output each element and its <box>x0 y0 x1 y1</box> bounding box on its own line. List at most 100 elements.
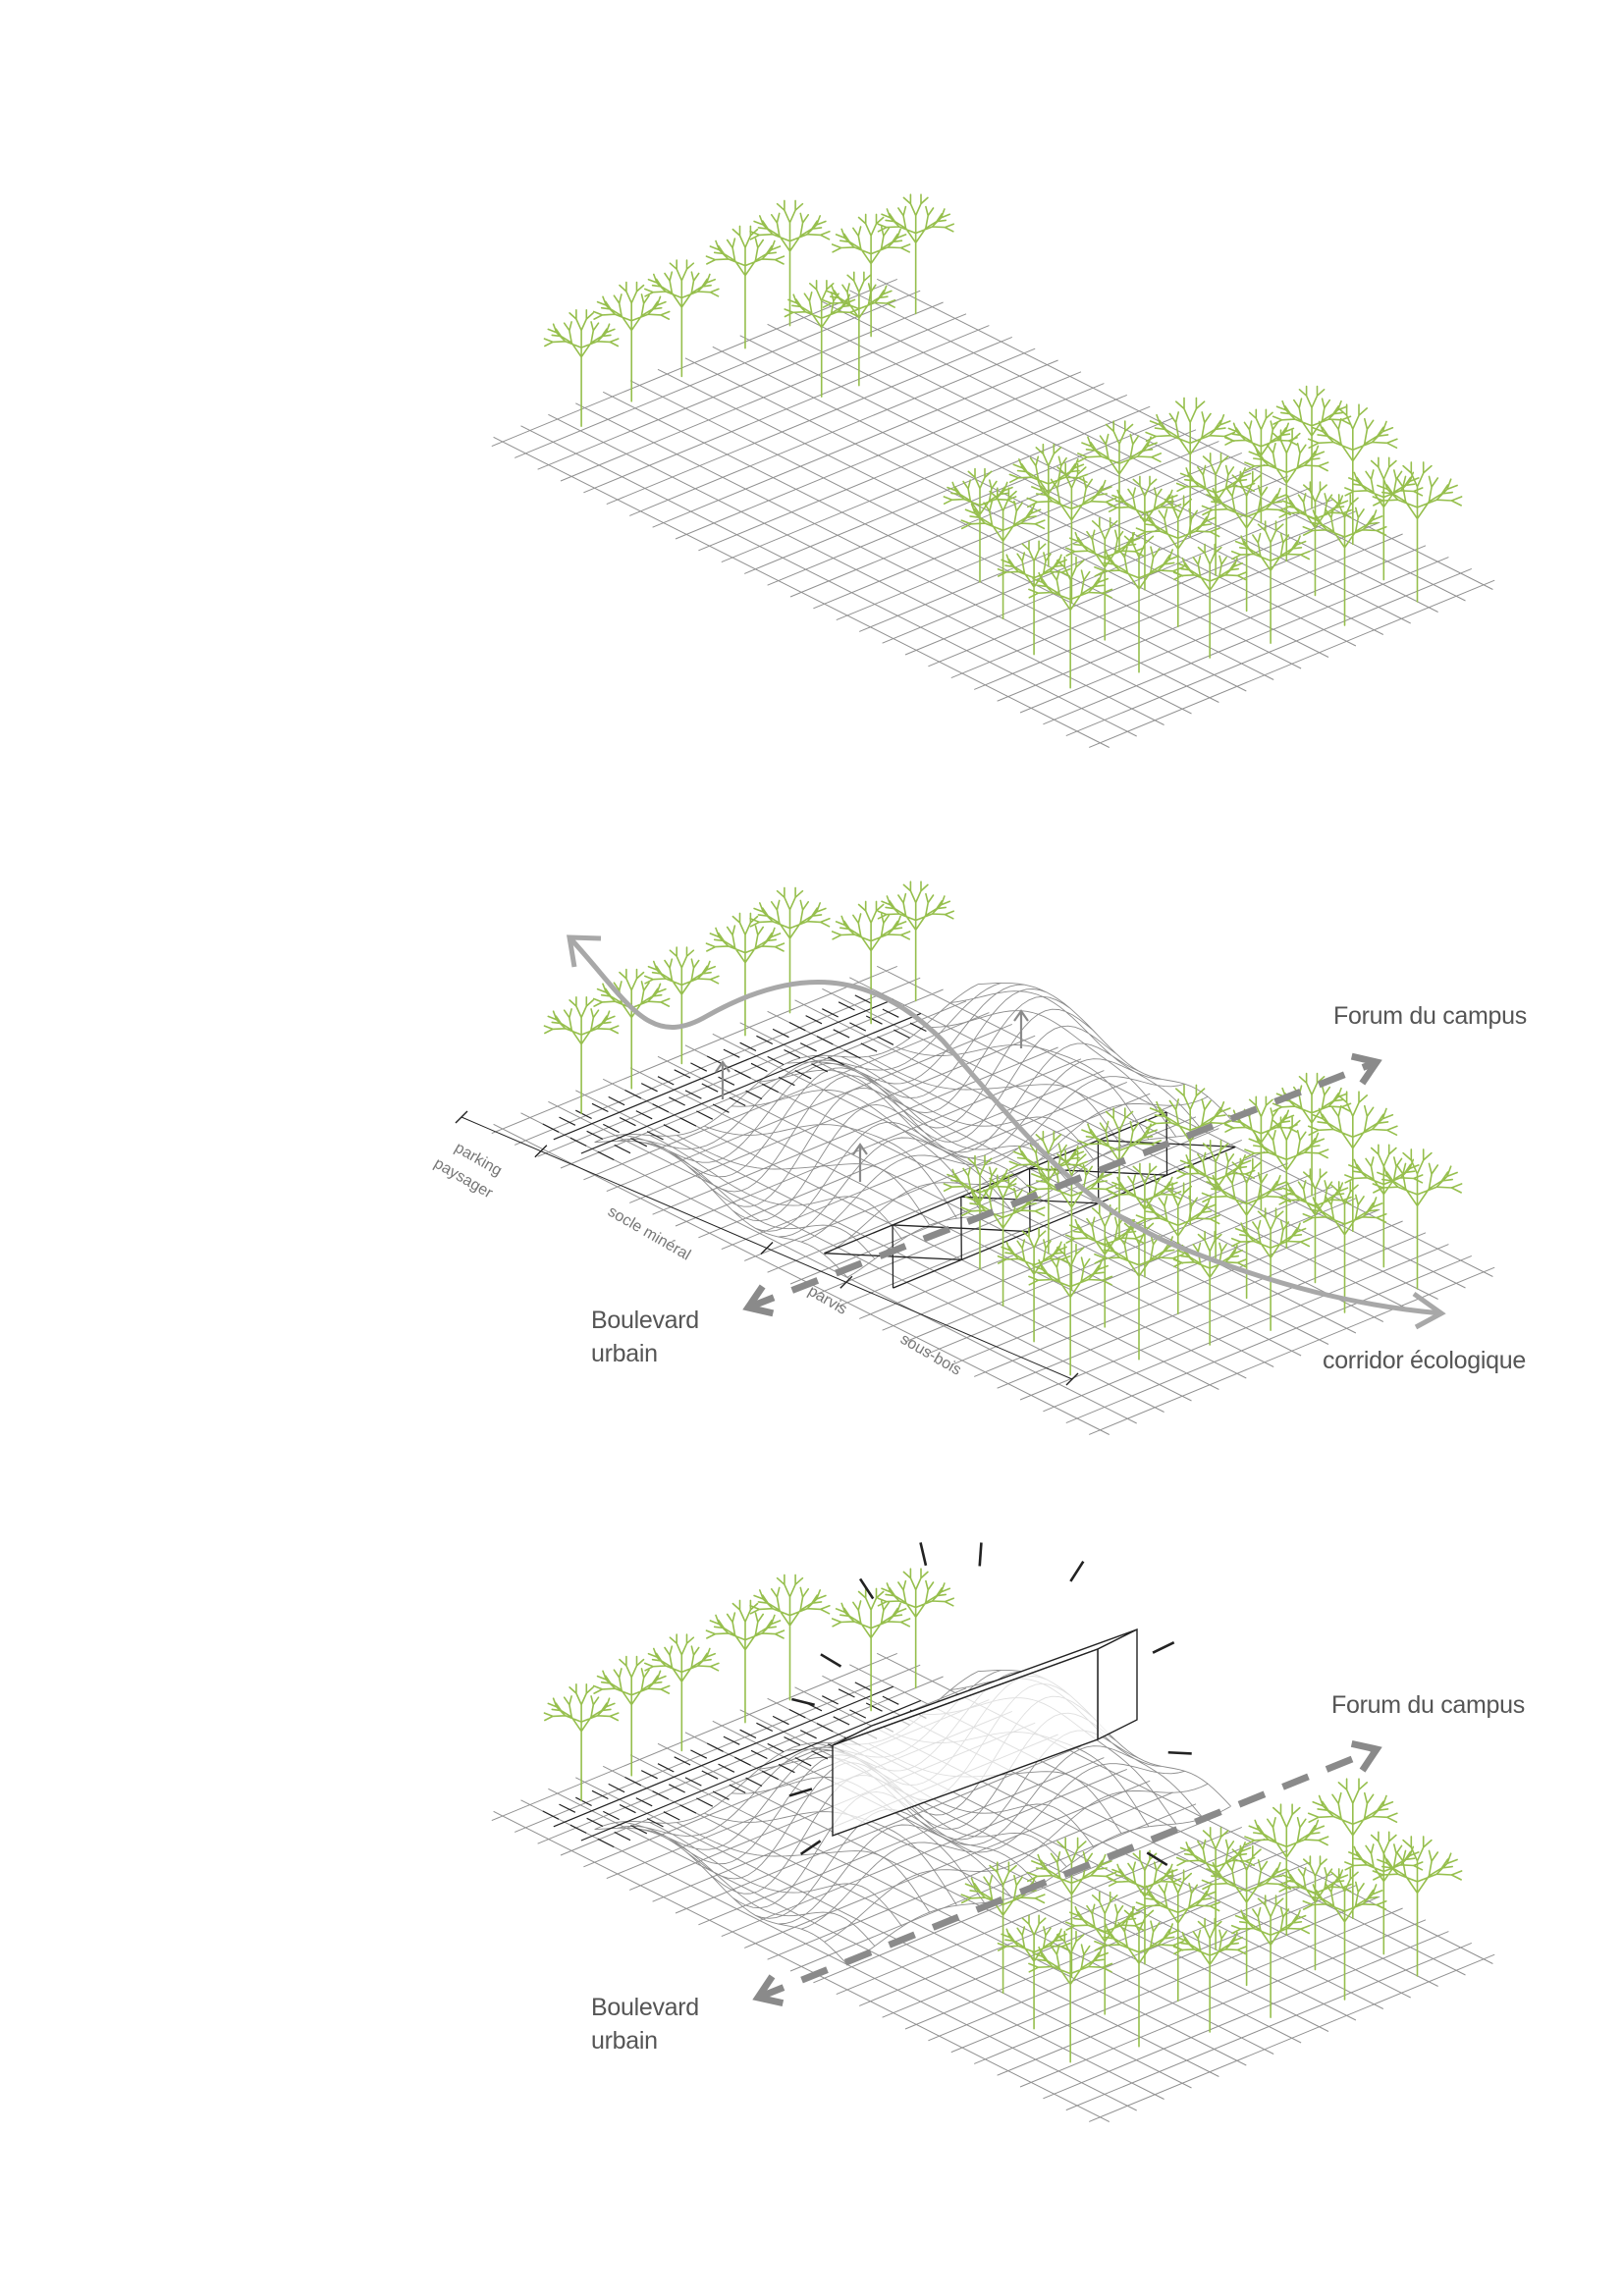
tree-icon <box>644 946 720 1065</box>
tree-icon <box>1175 1827 1256 1950</box>
corridor-ecologique-label: corridor écologique <box>1323 1347 1526 1374</box>
tree-icon <box>1230 1207 1311 1331</box>
ecological-corridor-curve <box>568 935 1442 1316</box>
dimension-tick <box>455 1110 468 1124</box>
boulevard-label-line2: urbain <box>591 2027 658 2055</box>
forum-du-campus-label: Forum du campus <box>1331 1691 1525 1719</box>
panel-2-parking-stripes <box>542 994 927 1161</box>
dimension-tick <box>534 1145 548 1158</box>
radiating-stroke <box>799 1840 822 1855</box>
radiating-stroke <box>1152 1641 1175 1654</box>
tree-icon <box>749 199 831 327</box>
building-end-face <box>1097 1628 1138 1741</box>
panel-2-landscape-strategy: Forum du campus Boulevard urbain corrido… <box>431 881 1527 1435</box>
dimension-tick <box>839 1275 853 1289</box>
tree-icon <box>592 1655 671 1777</box>
lift-arrow-icon <box>1013 1009 1029 1048</box>
tree-icon <box>831 900 911 1025</box>
radiating-stroke <box>1069 1561 1085 1582</box>
tree-icon <box>1244 429 1329 562</box>
dimension-tick <box>1065 1372 1079 1386</box>
tree-icon <box>1372 461 1463 603</box>
tree-icon <box>592 281 671 402</box>
radiating-stroke <box>1146 1851 1168 1867</box>
panel-2-corridor-arrow <box>567 934 1446 1330</box>
boulevard-label-line2: urbain <box>591 1340 658 1367</box>
arrowhead-icon <box>567 934 602 968</box>
tree-icon <box>1172 1230 1247 1346</box>
tree-icon <box>1172 1917 1247 2033</box>
tree-icon <box>1175 1140 1256 1263</box>
tree-icon <box>543 996 620 1114</box>
tree-icon <box>1372 1836 1463 1977</box>
tree-icon <box>1065 1891 1145 2015</box>
radiating-stroke <box>791 1697 815 1706</box>
arrowhead-icon <box>752 1974 785 2007</box>
tree-icon <box>1028 1930 1113 2063</box>
panel-2-terrain <box>594 982 1231 1278</box>
panel-3-radiating-strokes <box>788 1542 1192 1867</box>
tree-icon <box>644 1633 720 1752</box>
panel-3-trees <box>543 1568 1463 2063</box>
boulevard-label-line1: Boulevard <box>591 1307 699 1334</box>
dimension-tick <box>760 1242 774 1255</box>
building-long-face <box>832 1648 1099 1837</box>
tree-icon <box>1302 494 1387 626</box>
campus-axis-arrow <box>746 1058 1379 1311</box>
panel-2-zone-dimension-line <box>455 1110 1079 1386</box>
parking-stripes <box>542 994 927 1161</box>
radiating-stroke <box>978 1542 983 1567</box>
tree-icon <box>1307 1091 1398 1232</box>
tree-icon <box>1172 543 1247 659</box>
campus-axis-arrow <box>756 1745 1379 2002</box>
tree-icon <box>1026 462 1117 605</box>
tree-icon <box>1272 385 1352 509</box>
tree-icon <box>1244 1116 1329 1250</box>
tree-icon <box>1307 1778 1398 1919</box>
boulevard-label-line1: Boulevard <box>591 1994 699 2021</box>
tree-icon <box>1230 520 1311 644</box>
tree-icon <box>705 1599 785 1724</box>
arrowhead-icon <box>742 1284 775 1317</box>
panel-3-parking-stripes <box>542 1682 927 1848</box>
lift-arrow-icon <box>715 1060 731 1099</box>
tree-icon <box>1372 1148 1463 1290</box>
tree-icon <box>1244 1803 1329 1937</box>
radiating-stroke <box>919 1542 928 1567</box>
zone-label-sous-bois: sous-bois <box>897 1331 964 1379</box>
tree-icon <box>1201 470 1292 613</box>
tree-icon <box>1230 1895 1311 2018</box>
tree-icon <box>1094 1906 1184 2048</box>
panel-3-axis-arrow <box>752 1739 1382 2007</box>
panel-2-trees <box>543 881 1463 1376</box>
tree-icon <box>997 1227 1071 1343</box>
tree-icon <box>705 225 785 349</box>
tree-icon <box>1307 403 1398 545</box>
tree-icon <box>1302 1868 1387 2001</box>
panel-3-building-volume <box>832 1628 1138 1837</box>
lift-arrow-icon <box>852 1143 868 1182</box>
tree-icon <box>644 259 720 378</box>
radiating-stroke <box>858 1577 875 1600</box>
radiating-stroke <box>1167 1750 1192 1755</box>
tree-icon <box>1065 516 1145 641</box>
panel-2-lift-arrows <box>715 1009 1029 1182</box>
tree-icon <box>1302 1181 1387 1313</box>
tree-icon <box>1026 1837 1117 1979</box>
panel-1-trees <box>543 193 1463 689</box>
zone-label-socle: socle minéral <box>605 1203 693 1264</box>
zone-label-parvis: parvis <box>805 1283 849 1318</box>
tree-icon <box>543 309 620 427</box>
tree-icon <box>1344 456 1424 581</box>
panel-1-existing-site <box>491 193 1495 748</box>
arrowhead-icon <box>1412 1291 1446 1330</box>
terrain-contours <box>594 982 1231 1278</box>
tree-icon <box>749 886 831 1014</box>
tree-icon <box>1145 1084 1236 1226</box>
tree-icon <box>822 271 896 387</box>
tree-icon <box>1201 1157 1292 1300</box>
tree-icon <box>705 912 785 1037</box>
tree-icon <box>877 881 954 1002</box>
tree-icon <box>1028 1243 1113 1376</box>
